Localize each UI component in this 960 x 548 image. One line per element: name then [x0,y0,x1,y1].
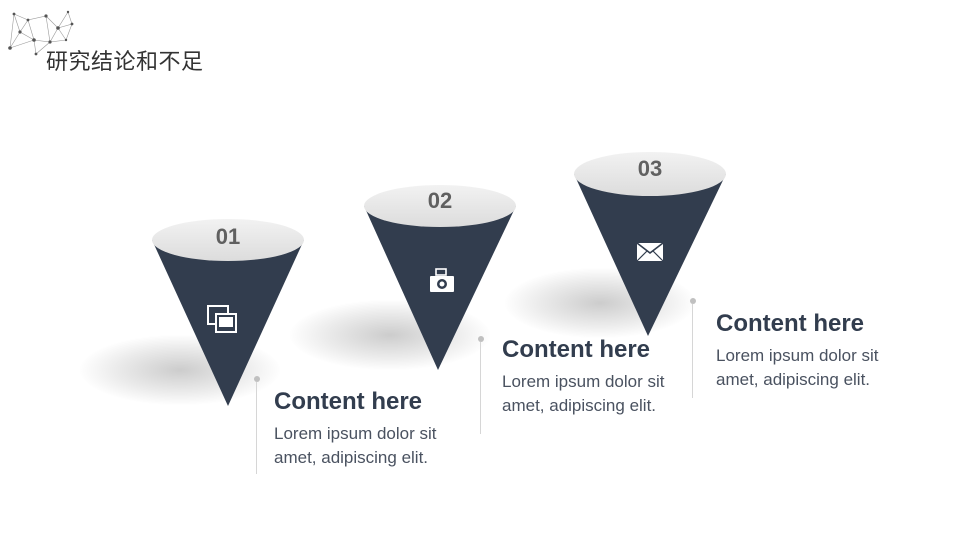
cone-number: 01 [215,224,241,249]
cone-1: 01 [150,218,306,408]
network-decoration [8,10,74,56]
marker-dot [254,376,260,382]
photos-icon [207,305,237,333]
content-heading: Content here [274,388,423,415]
cone-3: 03 [572,150,728,338]
divider-line [256,382,257,474]
divider-line [692,304,693,398]
cone-number: 03 [637,156,663,181]
cone-2: 02 [362,184,518,372]
divider-line [480,342,481,434]
camera-icon [430,268,454,292]
content-heading: Content here [716,310,865,337]
content-heading: Content here [502,336,651,363]
cone-number: 02 [427,188,453,213]
marker-dot [478,336,484,342]
envelope-icon [636,242,664,262]
marker-dot [690,298,696,304]
page-title: 研究结论和不足 [46,50,204,75]
